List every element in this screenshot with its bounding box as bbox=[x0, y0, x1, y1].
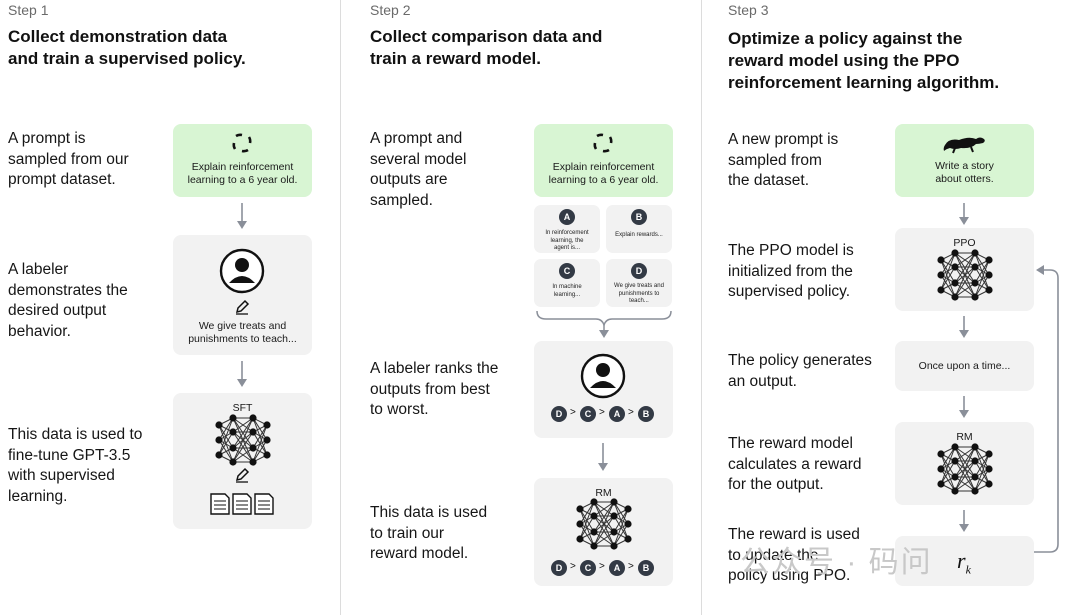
documents-icon bbox=[210, 493, 274, 515]
user-avatar-icon bbox=[580, 353, 626, 399]
step-3-arrow-4 bbox=[959, 510, 969, 532]
step-2-rm-box: RM D > C > A > B bbox=[534, 478, 673, 586]
step-3-reward-box: rk bbox=[895, 536, 1034, 586]
step-3-arrow-2 bbox=[959, 316, 969, 338]
step-3-arrow-1 bbox=[959, 203, 969, 225]
reward-symbol: r bbox=[957, 548, 966, 573]
feedback-loop-arrow bbox=[1034, 265, 1059, 553]
watermark: 公众号 · 码问 bbox=[740, 546, 933, 579]
neural-network-icon bbox=[937, 249, 993, 301]
pencil-icon bbox=[235, 299, 250, 315]
pencil-icon bbox=[235, 467, 250, 483]
cycle-icon bbox=[593, 133, 613, 153]
ranking-row: D > C > A > B bbox=[551, 560, 657, 576]
ppo-label: PPO bbox=[953, 237, 976, 249]
rm-label: RM bbox=[956, 431, 973, 443]
column-separator-1 bbox=[340, 0, 341, 615]
otter-icon bbox=[943, 137, 985, 154]
step-3-arrow-3 bbox=[959, 396, 969, 418]
cycle-icon bbox=[232, 133, 252, 153]
sft-label: SFT bbox=[232, 402, 253, 414]
neural-network-icon bbox=[937, 443, 993, 495]
neural-network-icon bbox=[215, 414, 271, 466]
user-avatar-icon bbox=[219, 248, 265, 294]
step-1-label: Step 1 bbox=[8, 2, 49, 18]
step-1-arrow-2 bbox=[237, 361, 247, 387]
output-card-b: B Explain rewards... bbox=[606, 205, 672, 253]
step-3-label: Step 3 bbox=[728, 2, 769, 18]
step-2-arrow bbox=[598, 443, 608, 471]
step-3-rm-box: RM bbox=[895, 422, 1034, 505]
step-2-labeler-box: D > C > A > B bbox=[534, 341, 673, 438]
column-separator-2 bbox=[701, 0, 702, 615]
rm-label: RM bbox=[595, 487, 612, 499]
reward-subscript: k bbox=[965, 562, 971, 577]
step-3-ppo-box: PPO bbox=[895, 228, 1034, 311]
ranking-row: D > C > A > B bbox=[551, 406, 657, 422]
step-3-output-box: Once upon a time... bbox=[895, 341, 1034, 391]
outputs-brace bbox=[536, 310, 672, 338]
step-1-sft-box: SFT bbox=[173, 393, 312, 529]
step-1-arrow-1 bbox=[237, 203, 247, 229]
neural-network-icon bbox=[576, 498, 632, 550]
step-2-label: Step 2 bbox=[370, 2, 411, 18]
